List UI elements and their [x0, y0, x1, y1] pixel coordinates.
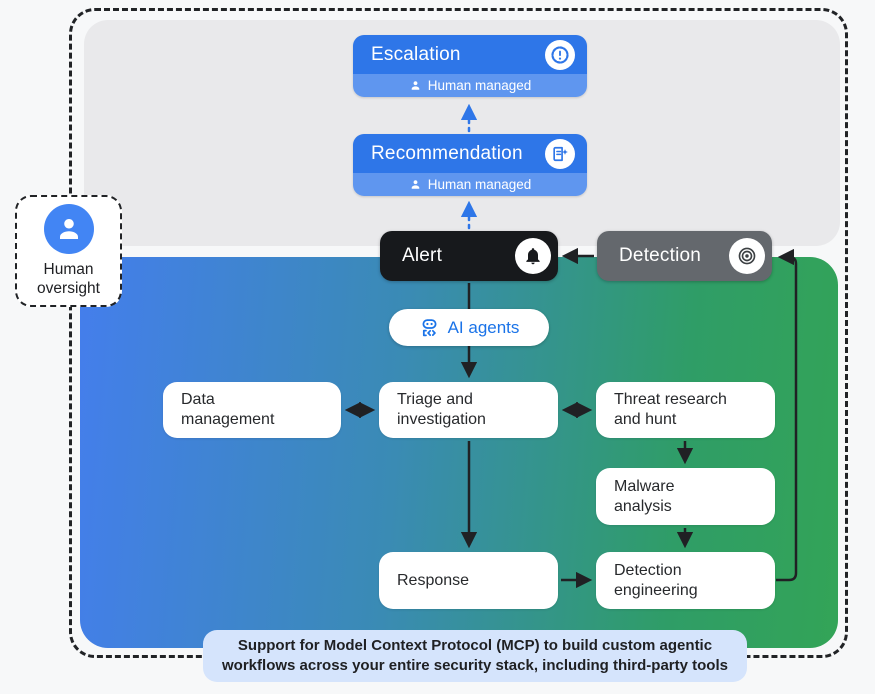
recommendation-label: Recommendation — [371, 142, 523, 164]
node-threat-research-and-hunt: Threat research and hunt — [596, 382, 775, 438]
escalation-badge-icon — [545, 39, 575, 70]
person-icon — [411, 180, 419, 189]
alert-label: Alert — [402, 245, 443, 266]
escalation-label: Escalation — [371, 43, 461, 65]
detection-bullseye-icon — [729, 238, 765, 274]
escalation-chip: Escalation Human managed — [353, 35, 587, 97]
robot-agent-icon — [422, 319, 437, 337]
person-icon — [411, 81, 419, 90]
escalation-human-managed-strip: Human managed — [353, 74, 587, 97]
node-response: Response — [379, 552, 558, 609]
alert-pill: Alert — [380, 231, 558, 281]
node-triage-and-investigation: Triage and investigation — [379, 382, 558, 438]
detection-pill: Detection — [597, 231, 772, 281]
recommendation-human-managed-label: Human managed — [427, 177, 532, 192]
alert-bell-icon — [515, 238, 551, 274]
human-avatar-icon — [43, 204, 94, 255]
recommendation-human-managed-strip: Human managed — [353, 173, 587, 196]
ai-agents-label: AI agents — [447, 317, 520, 337]
escalation-human-managed-label: Human managed — [427, 78, 532, 93]
recommendation-note-icon — [545, 138, 575, 169]
detection-label: Detection — [619, 245, 702, 266]
human-oversight-label: Human oversight — [37, 261, 100, 297]
mcp-support-banner: Support for Model Context Protocol (MCP)… — [203, 630, 747, 682]
ai-agents-pill: AI agents — [389, 309, 549, 346]
node-malware-analysis: Malware analysis — [596, 468, 775, 525]
escalation-header: Escalation — [353, 35, 587, 74]
node-data-management: Data management — [163, 382, 341, 438]
human-oversight-box: Human oversight — [15, 195, 122, 307]
node-detection-engineering: Detection engineering — [596, 552, 775, 609]
recommendation-chip: Recommendation Human managed — [353, 134, 587, 196]
recommendation-header: Recommendation — [353, 134, 587, 173]
